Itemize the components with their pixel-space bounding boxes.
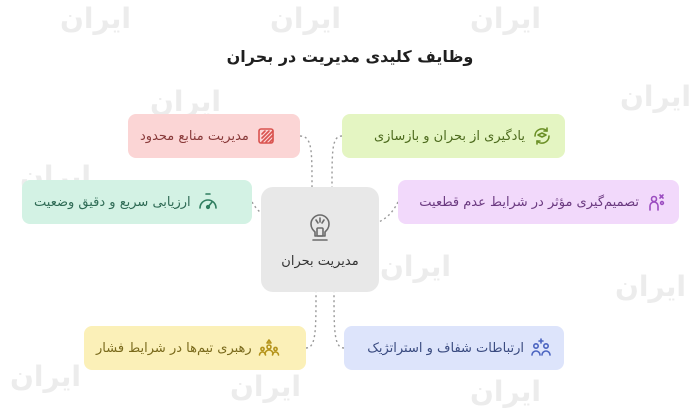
center-label: مدیریت بحران xyxy=(281,254,359,269)
communication-icon xyxy=(530,337,552,359)
decision-person-icon xyxy=(645,191,667,213)
connector-left-bottom xyxy=(305,291,317,349)
card-resource-management: مدیریت منابع محدود xyxy=(128,114,300,158)
connector-right-top xyxy=(331,135,343,188)
card-communication: ارتباطات شفاف و استراتژیک xyxy=(344,326,564,370)
card-label: مدیریت منابع محدود xyxy=(140,128,249,144)
team-leader-icon xyxy=(258,337,280,359)
speedometer-icon xyxy=(197,191,219,213)
card-label: ارتباطات شفاف و استراتژیک xyxy=(367,340,524,356)
crisis-head-icon xyxy=(302,210,338,248)
watermark: ایران xyxy=(10,360,82,393)
watermark: ایران xyxy=(230,370,302,403)
center-node: مدیریت بحران xyxy=(261,187,379,292)
cycle-learning-icon xyxy=(531,125,553,147)
card-label: ارزیابی سریع و دقیق وضعیت xyxy=(34,194,191,210)
diagram-title: وظایف کلیدی مدیریت در بحران xyxy=(226,47,474,66)
resources-icon xyxy=(255,125,277,147)
watermark: ایران xyxy=(615,270,687,303)
card-rapid-assessment: ارزیابی سریع و دقیق وضعیت xyxy=(22,180,252,224)
card-label: تصمیم‌گیری مؤثر در شرایط عدم قطعیت xyxy=(419,194,639,210)
connector-right-bottom xyxy=(333,291,345,349)
watermark: ایران xyxy=(150,85,222,118)
watermark: ایران xyxy=(60,2,132,35)
card-label: رهبری تیم‌ها در شرایط فشار xyxy=(96,340,252,356)
watermark: ایران xyxy=(470,2,542,35)
card-team-leadership: رهبری تیم‌ها در شرایط فشار xyxy=(84,326,306,370)
watermark: ایران xyxy=(620,80,692,113)
card-label: یادگیری از بحران و بازسازی xyxy=(373,128,525,144)
watermark: ایران xyxy=(470,375,542,408)
watermark: ایران xyxy=(270,2,342,35)
card-decision-making: تصمیم‌گیری مؤثر در شرایط عدم قطعیت xyxy=(398,180,679,224)
card-learning-recovery: یادگیری از بحران و بازسازی xyxy=(342,114,565,158)
connector-left-top xyxy=(299,135,313,188)
watermark: ایران xyxy=(380,250,452,283)
connector-right-mid xyxy=(378,201,399,223)
